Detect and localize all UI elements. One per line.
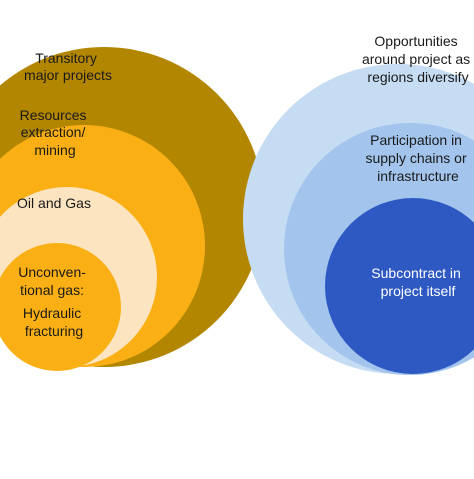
right-circle-subcontract — [325, 198, 474, 374]
right-diagram: Opportunities around project as regions … — [243, 33, 474, 375]
label-oil-gas: Oil and Gas — [17, 195, 91, 211]
left-circle-unconventional — [0, 243, 121, 371]
label-unconventional: Unconven- tional gas: Hydraulic fracturi… — [18, 264, 90, 339]
left-diagram: Transitory major projects Resources extr… — [0, 47, 264, 371]
label-transitory: Transitory major projects — [24, 50, 112, 83]
label-subcontract: Subcontract in project itself — [371, 265, 464, 299]
label-participation: Participation in supply chains or infras… — [365, 132, 470, 184]
label-resources: Resources extraction/ mining — [20, 107, 91, 158]
label-opportunities: Opportunities around project as regions … — [362, 33, 474, 85]
